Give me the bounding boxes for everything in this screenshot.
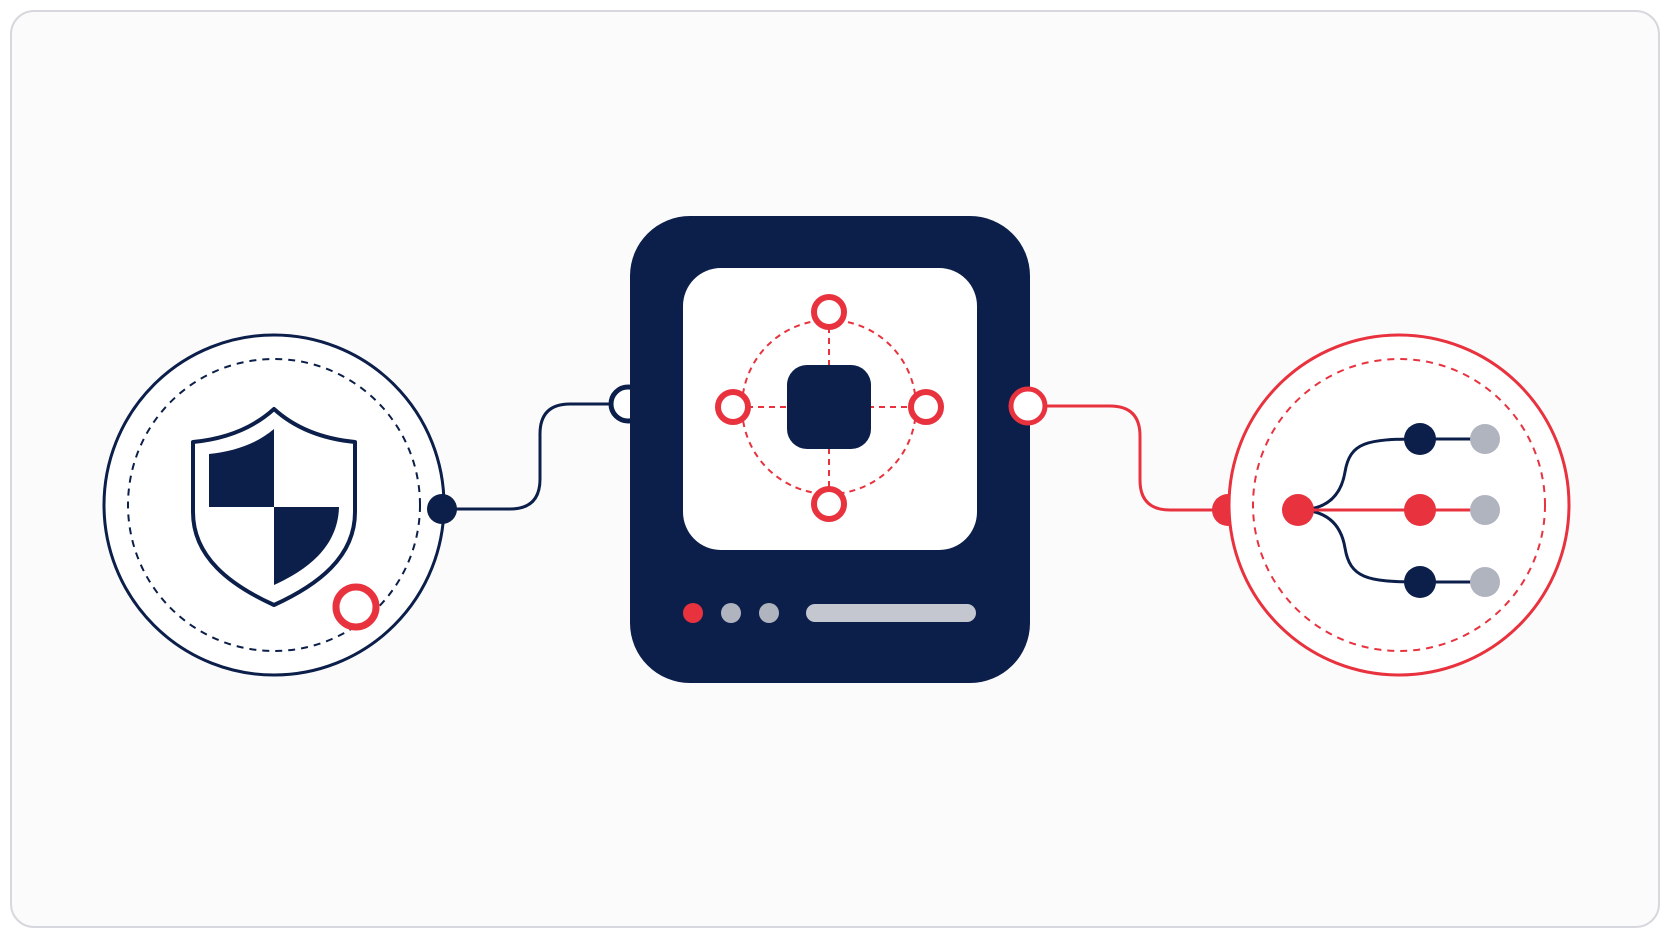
branch-mid-middle-dot <box>1404 494 1436 526</box>
diagram-frame <box>10 10 1660 928</box>
status-dot-red <box>683 603 703 623</box>
hub-port-top <box>811 294 847 330</box>
network-node-dashed-ring <box>1252 358 1546 652</box>
progress-bar <box>806 604 976 622</box>
hub-icon <box>715 294 944 522</box>
connector-left <box>440 402 622 511</box>
branch-leaf-top-dot <box>1470 424 1500 454</box>
security-node <box>102 333 446 677</box>
shield-icon <box>191 407 357 607</box>
branch-leaf-bottom-dot <box>1470 567 1500 597</box>
hub-port-left <box>715 389 751 425</box>
connector-left-start-dot <box>427 494 457 524</box>
branch-root-dot <box>1282 494 1314 526</box>
branch-mid-bottom-dot <box>1404 566 1436 598</box>
hub-port-right <box>908 389 944 425</box>
connector-right <box>1032 404 1228 512</box>
hub-port-bottom <box>811 486 847 522</box>
connector-right-start-port <box>1008 386 1048 426</box>
device-node <box>630 216 1030 683</box>
status-dot-gray-2 <box>759 603 779 623</box>
security-node-dashed-ring <box>127 358 421 652</box>
security-node-red-marker <box>332 583 380 631</box>
branch-mid-top-dot <box>1404 423 1436 455</box>
diagram-canvas <box>102 216 1571 683</box>
network-node-outer-ring <box>1227 333 1571 677</box>
branch-leaf-middle-dot <box>1470 495 1500 525</box>
network-node <box>1227 333 1571 677</box>
hub-core <box>787 365 871 449</box>
branching-network-icon <box>1282 423 1500 598</box>
status-dot-gray-1 <box>721 603 741 623</box>
